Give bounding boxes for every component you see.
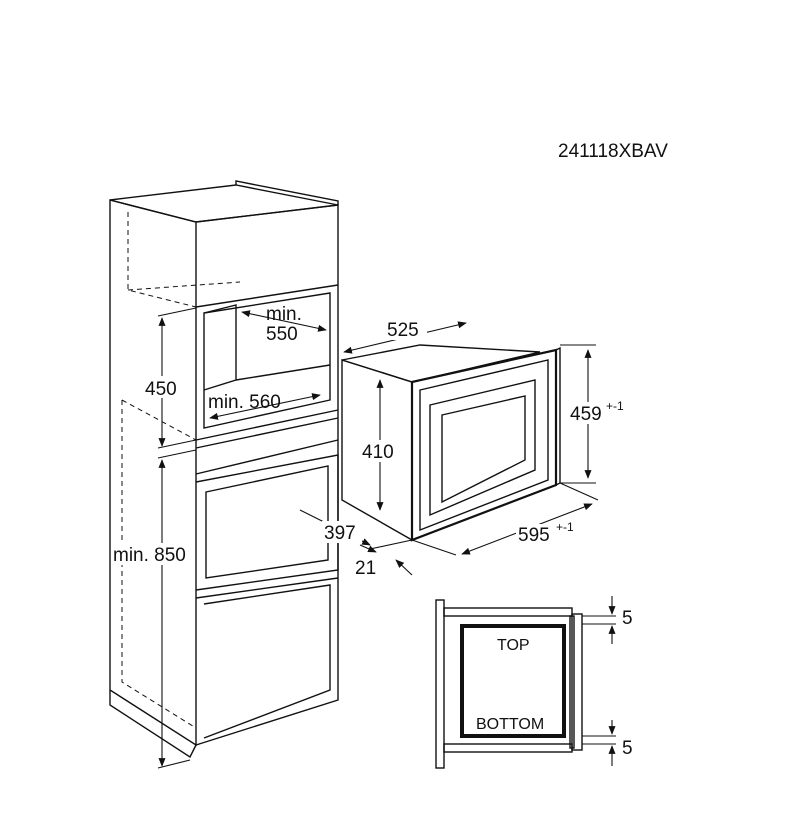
gap-bottom-label: 5 xyxy=(622,738,633,759)
height-450-label: 450 xyxy=(145,379,177,400)
detail-section-view: 5 5 TOP BOTTOM xyxy=(435,596,633,769)
appliance xyxy=(341,344,561,542)
min-850-label: min. 850 xyxy=(113,545,186,566)
bottom-label: BOTTOM xyxy=(476,716,544,733)
min-560-label: min. 560 xyxy=(208,392,281,413)
width-595-label: 595 xyxy=(518,525,550,546)
min-550-line2: 550 xyxy=(266,324,298,345)
appliance-dimensions: 525 410 459 +-1 595 +-1 397 21 xyxy=(299,320,624,579)
gap-top-label: 5 xyxy=(622,608,633,629)
depth-397-label: 397 xyxy=(324,523,356,544)
cabinet-dimensions: min. 550 min. 560 450 min. 850 xyxy=(112,304,327,769)
height-459-label: 459 xyxy=(570,404,602,425)
model-code: 241118XBAV xyxy=(558,141,668,162)
height-410-label: 410 xyxy=(362,442,394,463)
depth-21-label: 21 xyxy=(355,558,376,579)
width-525-label: 525 xyxy=(387,320,419,341)
width-595-tolerance: +-1 xyxy=(556,520,574,534)
min-550-line1: min. xyxy=(266,304,302,325)
height-459-tolerance: +-1 xyxy=(606,399,624,413)
top-label: TOP xyxy=(497,637,530,654)
tall-cabinet xyxy=(109,180,339,759)
